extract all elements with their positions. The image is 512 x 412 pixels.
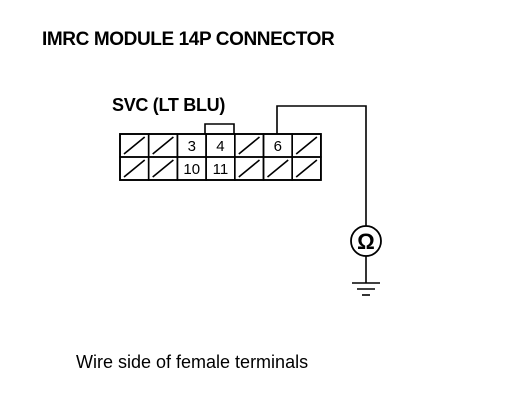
terminal-number: 11 (213, 161, 229, 178)
test-wire (276, 105, 367, 226)
terminal-number: 10 (183, 161, 200, 178)
ohm-icon: Ω (357, 229, 375, 254)
unused-cavity-slash (123, 159, 146, 178)
svc-wire-label: SVC (LT BLU) (112, 95, 226, 115)
unused-cavity-slash (238, 159, 261, 178)
unused-cavity-slash (295, 136, 318, 155)
connector-lock-tab (204, 123, 235, 134)
unused-cavity-slash (152, 159, 174, 178)
connector-14p: 3 4 6 10 11 (119, 133, 322, 181)
connector-cavity (291, 156, 322, 181)
ground-icon (352, 282, 380, 296)
terminal-number: 4 (216, 138, 224, 155)
diagram-caption: Wire side of female terminals (76, 352, 309, 372)
unused-cavity-slash (152, 136, 174, 155)
terminal-number: 6 (274, 138, 282, 155)
unused-cavity-slash (123, 136, 146, 155)
terminal-number: 3 (188, 138, 196, 155)
unused-cavity-slash (266, 159, 289, 178)
unused-cavity-slash (295, 159, 318, 178)
unused-cavity-slash (238, 136, 261, 155)
diagram-title: IMRC MODULE 14P CONNECTOR (42, 29, 335, 50)
